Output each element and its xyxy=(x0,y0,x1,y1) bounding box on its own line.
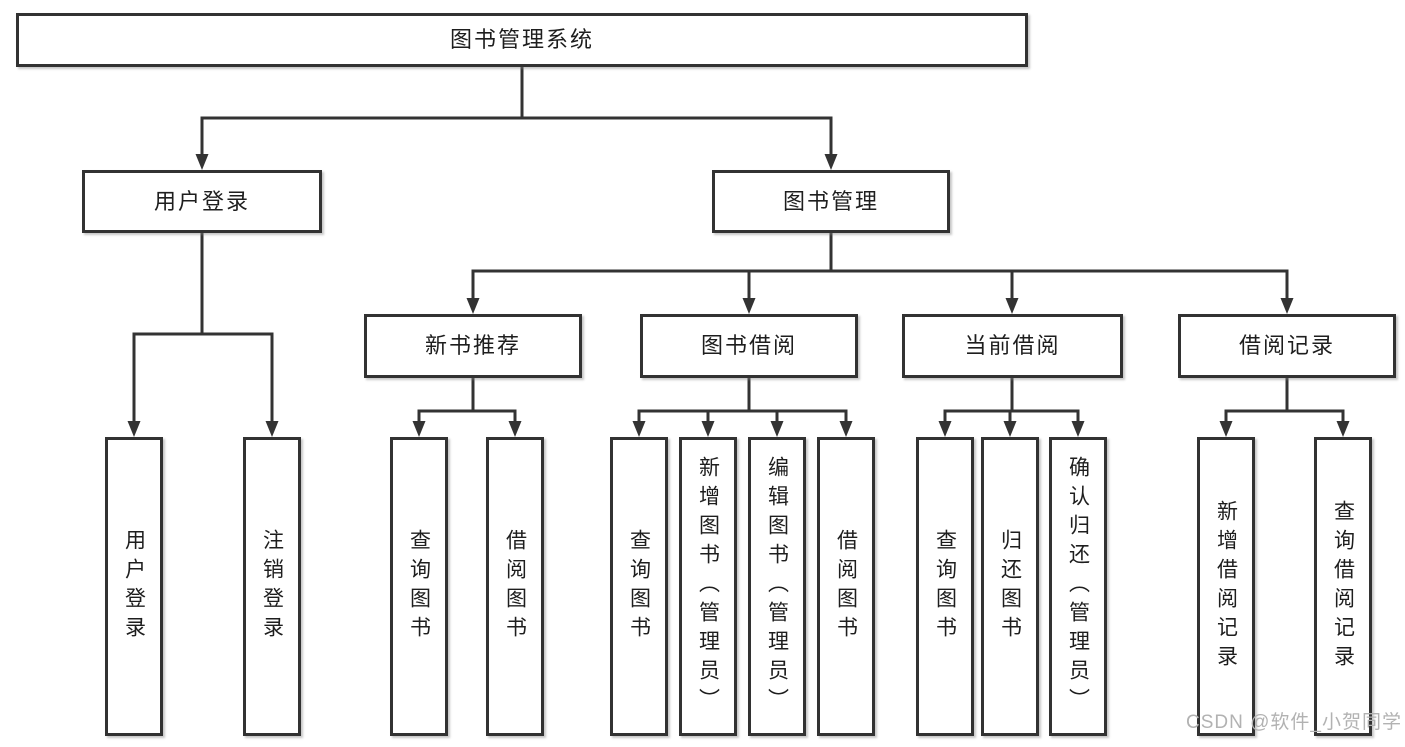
node-label: 查询图书 xyxy=(407,528,431,645)
leaf-query-borrow-record: 查询借阅记录 xyxy=(1314,437,1372,736)
node-label: 借阅图书 xyxy=(503,528,527,645)
arrowhead-down xyxy=(742,298,756,314)
arrowhead-down xyxy=(466,298,480,314)
node-label: 当前借阅 xyxy=(964,333,1061,358)
leaf-add-book-admin: 新增图书（管理员） xyxy=(679,437,737,736)
node-label: 借阅图书 xyxy=(834,528,858,645)
node-label: 查询图书 xyxy=(933,528,957,645)
node-label: 编辑图书（管理员） xyxy=(765,456,789,717)
node-user-login-branch: 用户登录 xyxy=(82,170,322,233)
node-label: 查询借阅记录 xyxy=(1331,499,1355,674)
node-library-management-system: 图书管理系统 xyxy=(16,13,1028,67)
node-label: 新增借阅记录 xyxy=(1214,499,1238,674)
node-label: 注销登录 xyxy=(260,528,284,645)
leaf-query-book-current: 查询图书 xyxy=(916,437,974,736)
leaf-logout: 注销登录 xyxy=(243,437,301,736)
arrowhead-down xyxy=(632,421,646,437)
leaf-borrow-book-recommend: 借阅图书 xyxy=(486,437,544,736)
leaf-return-book: 归还图书 xyxy=(981,437,1039,736)
arrowhead-down xyxy=(1280,298,1294,314)
arrowhead-down xyxy=(1219,421,1233,437)
leaf-query-book-borrow: 查询图书 xyxy=(610,437,668,736)
node-book-management-branch: 图书管理 xyxy=(712,170,950,233)
node-label: 新增图书（管理员） xyxy=(696,456,720,717)
arrowhead-down xyxy=(938,421,952,437)
leaf-add-borrow-record: 新增借阅记录 xyxy=(1197,437,1255,736)
leaf-query-book-recommend: 查询图书 xyxy=(390,437,448,736)
arrowhead-down xyxy=(1005,298,1019,314)
node-label: 借阅记录 xyxy=(1238,333,1335,358)
node-label: 图书管理 xyxy=(782,188,879,214)
leaf-borrow-book: 借阅图书 xyxy=(817,437,875,736)
arrowhead-down xyxy=(1003,421,1017,437)
arrowhead-down xyxy=(412,421,426,437)
node-label: 归还图书 xyxy=(998,528,1022,645)
arrowhead-down xyxy=(824,154,838,170)
arrowhead-down xyxy=(770,421,784,437)
csdn-watermark: CSDN @软件_小贺同学 xyxy=(1186,712,1402,733)
node-borrowing-records: 借阅记录 xyxy=(1178,314,1396,378)
node-book-borrowing: 图书借阅 xyxy=(640,314,858,378)
node-label: 查询图书 xyxy=(627,528,651,645)
arrowhead-down xyxy=(1071,421,1085,437)
arrowhead-down xyxy=(1336,421,1350,437)
arrowhead-down xyxy=(195,154,209,170)
node-current-borrowing: 当前借阅 xyxy=(902,314,1123,378)
node-new-book-recommendation: 新书推荐 xyxy=(364,314,582,378)
arrowhead-down xyxy=(127,421,141,437)
arrowhead-down xyxy=(265,421,279,437)
node-label: 图书管理系统 xyxy=(449,27,594,52)
node-label: 新书推荐 xyxy=(424,333,521,358)
leaf-confirm-return-admin: 确认归还（管理员） xyxy=(1049,437,1107,736)
arrowhead-down xyxy=(701,421,715,437)
node-label: 确认归还（管理员） xyxy=(1066,456,1090,717)
leaf-edit-book-admin: 编辑图书（管理员） xyxy=(748,437,806,736)
node-label: 用户登录 xyxy=(122,528,146,645)
arrowhead-down xyxy=(839,421,853,437)
arrowhead-down xyxy=(508,421,522,437)
node-label: 图书借阅 xyxy=(700,333,797,358)
node-label: 用户登录 xyxy=(153,188,250,214)
leaf-user-login: 用户登录 xyxy=(105,437,163,736)
